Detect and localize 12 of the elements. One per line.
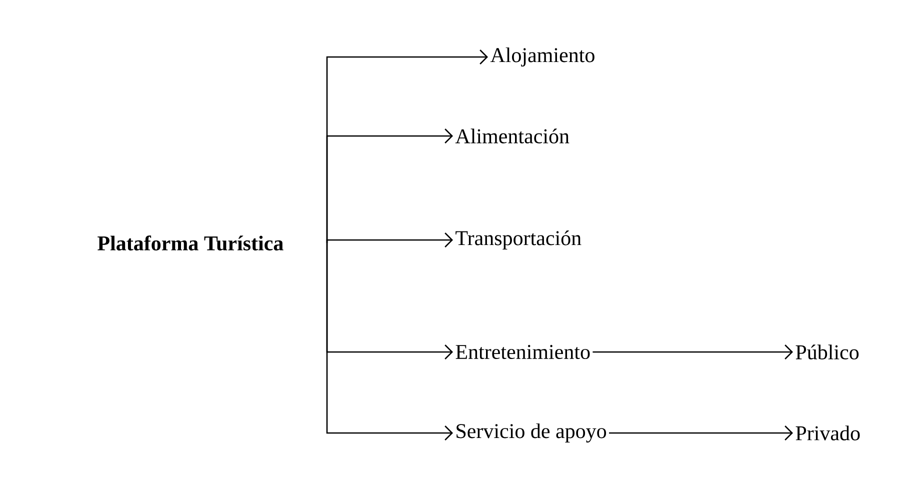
arrow <box>592 344 793 360</box>
category-label: Privado <box>796 426 860 440</box>
arrow <box>609 426 793 440</box>
arrow <box>326 232 453 248</box>
category-label: Transportación <box>456 230 582 250</box>
title-label: Plataforma Turística <box>98 235 284 250</box>
category-label: Alimentación <box>455 128 570 144</box>
category-label: Entretenimiento <box>456 344 590 360</box>
arrow <box>326 243 453 440</box>
category-label: Alojamiento <box>490 47 594 67</box>
category-label: Público <box>796 344 859 360</box>
category-label: Servicio de apoyo <box>456 423 606 443</box>
